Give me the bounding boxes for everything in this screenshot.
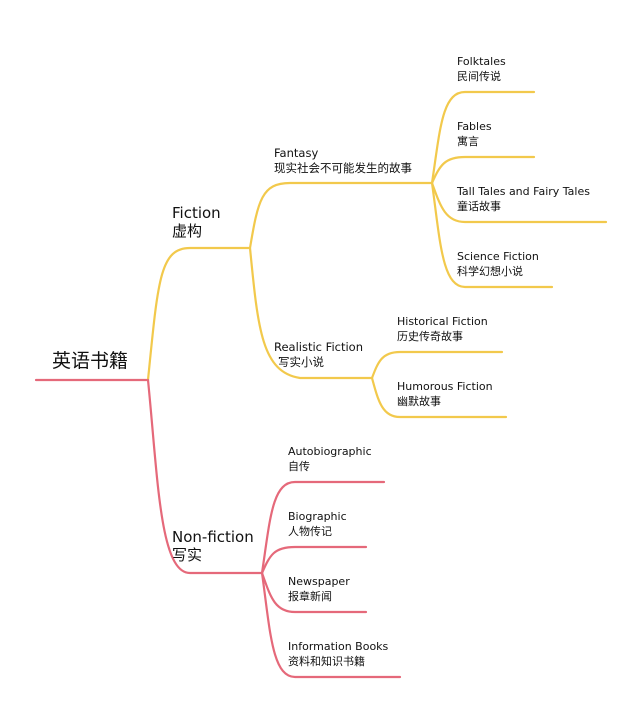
biographic-label-zh: 人物传记 xyxy=(288,524,332,538)
nonfiction-label-zh: 写实 xyxy=(172,546,202,564)
edge-realistic-humorous xyxy=(370,376,508,419)
edge-fantasy-tall-tales xyxy=(430,181,608,224)
fantasy-label-zh: 现实社会不可能发生的故事 xyxy=(274,161,412,175)
nonfiction-label-en: Non-fiction xyxy=(172,528,254,546)
newspaper-label-en: Newspaper xyxy=(288,575,350,588)
edges xyxy=(34,90,608,679)
fiction-label-en: Fiction xyxy=(172,204,221,222)
folktales-label-zh: 民间传说 xyxy=(457,69,501,83)
edge-fantasy-fables xyxy=(430,155,536,185)
newspaper-label-zh: 报章新闻 xyxy=(288,589,332,603)
edge-nonfiction-newspaper xyxy=(260,571,368,614)
edge-nonfiction-autobiographic xyxy=(260,480,386,575)
realistic-label-zh: 写实小说 xyxy=(278,355,324,369)
historical-label-en: Historical Fiction xyxy=(397,315,488,328)
tall-tales-label-zh: 童话故事 xyxy=(457,199,501,213)
humorous-label-en: Humorous Fiction xyxy=(397,380,493,393)
information-books-label-zh: 资料和知识书籍 xyxy=(288,654,365,668)
fables-label-zh: 寓言 xyxy=(457,134,479,148)
edge-root-nonfiction xyxy=(146,378,264,575)
edge-nonfiction-information xyxy=(260,571,402,679)
edge-root-fiction xyxy=(146,246,252,382)
science-fiction-label-en: Science Fiction xyxy=(457,250,539,263)
realistic-label-en: Realistic Fiction xyxy=(274,340,363,354)
tall-tales-label-en: Tall Tales and Fairy Tales xyxy=(456,185,590,198)
historical-label-zh: 历史传奇故事 xyxy=(397,329,463,343)
biographic-label-en: Biographic xyxy=(288,510,347,523)
science-fiction-label-zh: 科学幻想小说 xyxy=(457,264,523,278)
fantasy-label-en: Fantasy xyxy=(274,146,318,160)
fables-label-en: Fables xyxy=(457,120,492,133)
root-label: 英语书籍 xyxy=(52,350,128,372)
edge-realistic-historical xyxy=(370,350,504,380)
edge-fantasy-folktales xyxy=(430,90,536,185)
folktales-label-en: Folktales xyxy=(457,55,506,68)
edge-fantasy-science-fiction xyxy=(430,181,554,289)
fiction-label-zh: 虚构 xyxy=(172,222,202,240)
edge-fiction-realistic xyxy=(248,246,374,380)
edge-nonfiction-biographic xyxy=(260,545,368,575)
edge-fiction-fantasy xyxy=(248,181,434,250)
autobiographic-label-zh: 自传 xyxy=(288,460,310,473)
humorous-label-zh: 幽默故事 xyxy=(397,394,441,408)
autobiographic-label-en: Autobiographic xyxy=(288,445,372,458)
information-books-label-en: Information Books xyxy=(288,640,389,653)
